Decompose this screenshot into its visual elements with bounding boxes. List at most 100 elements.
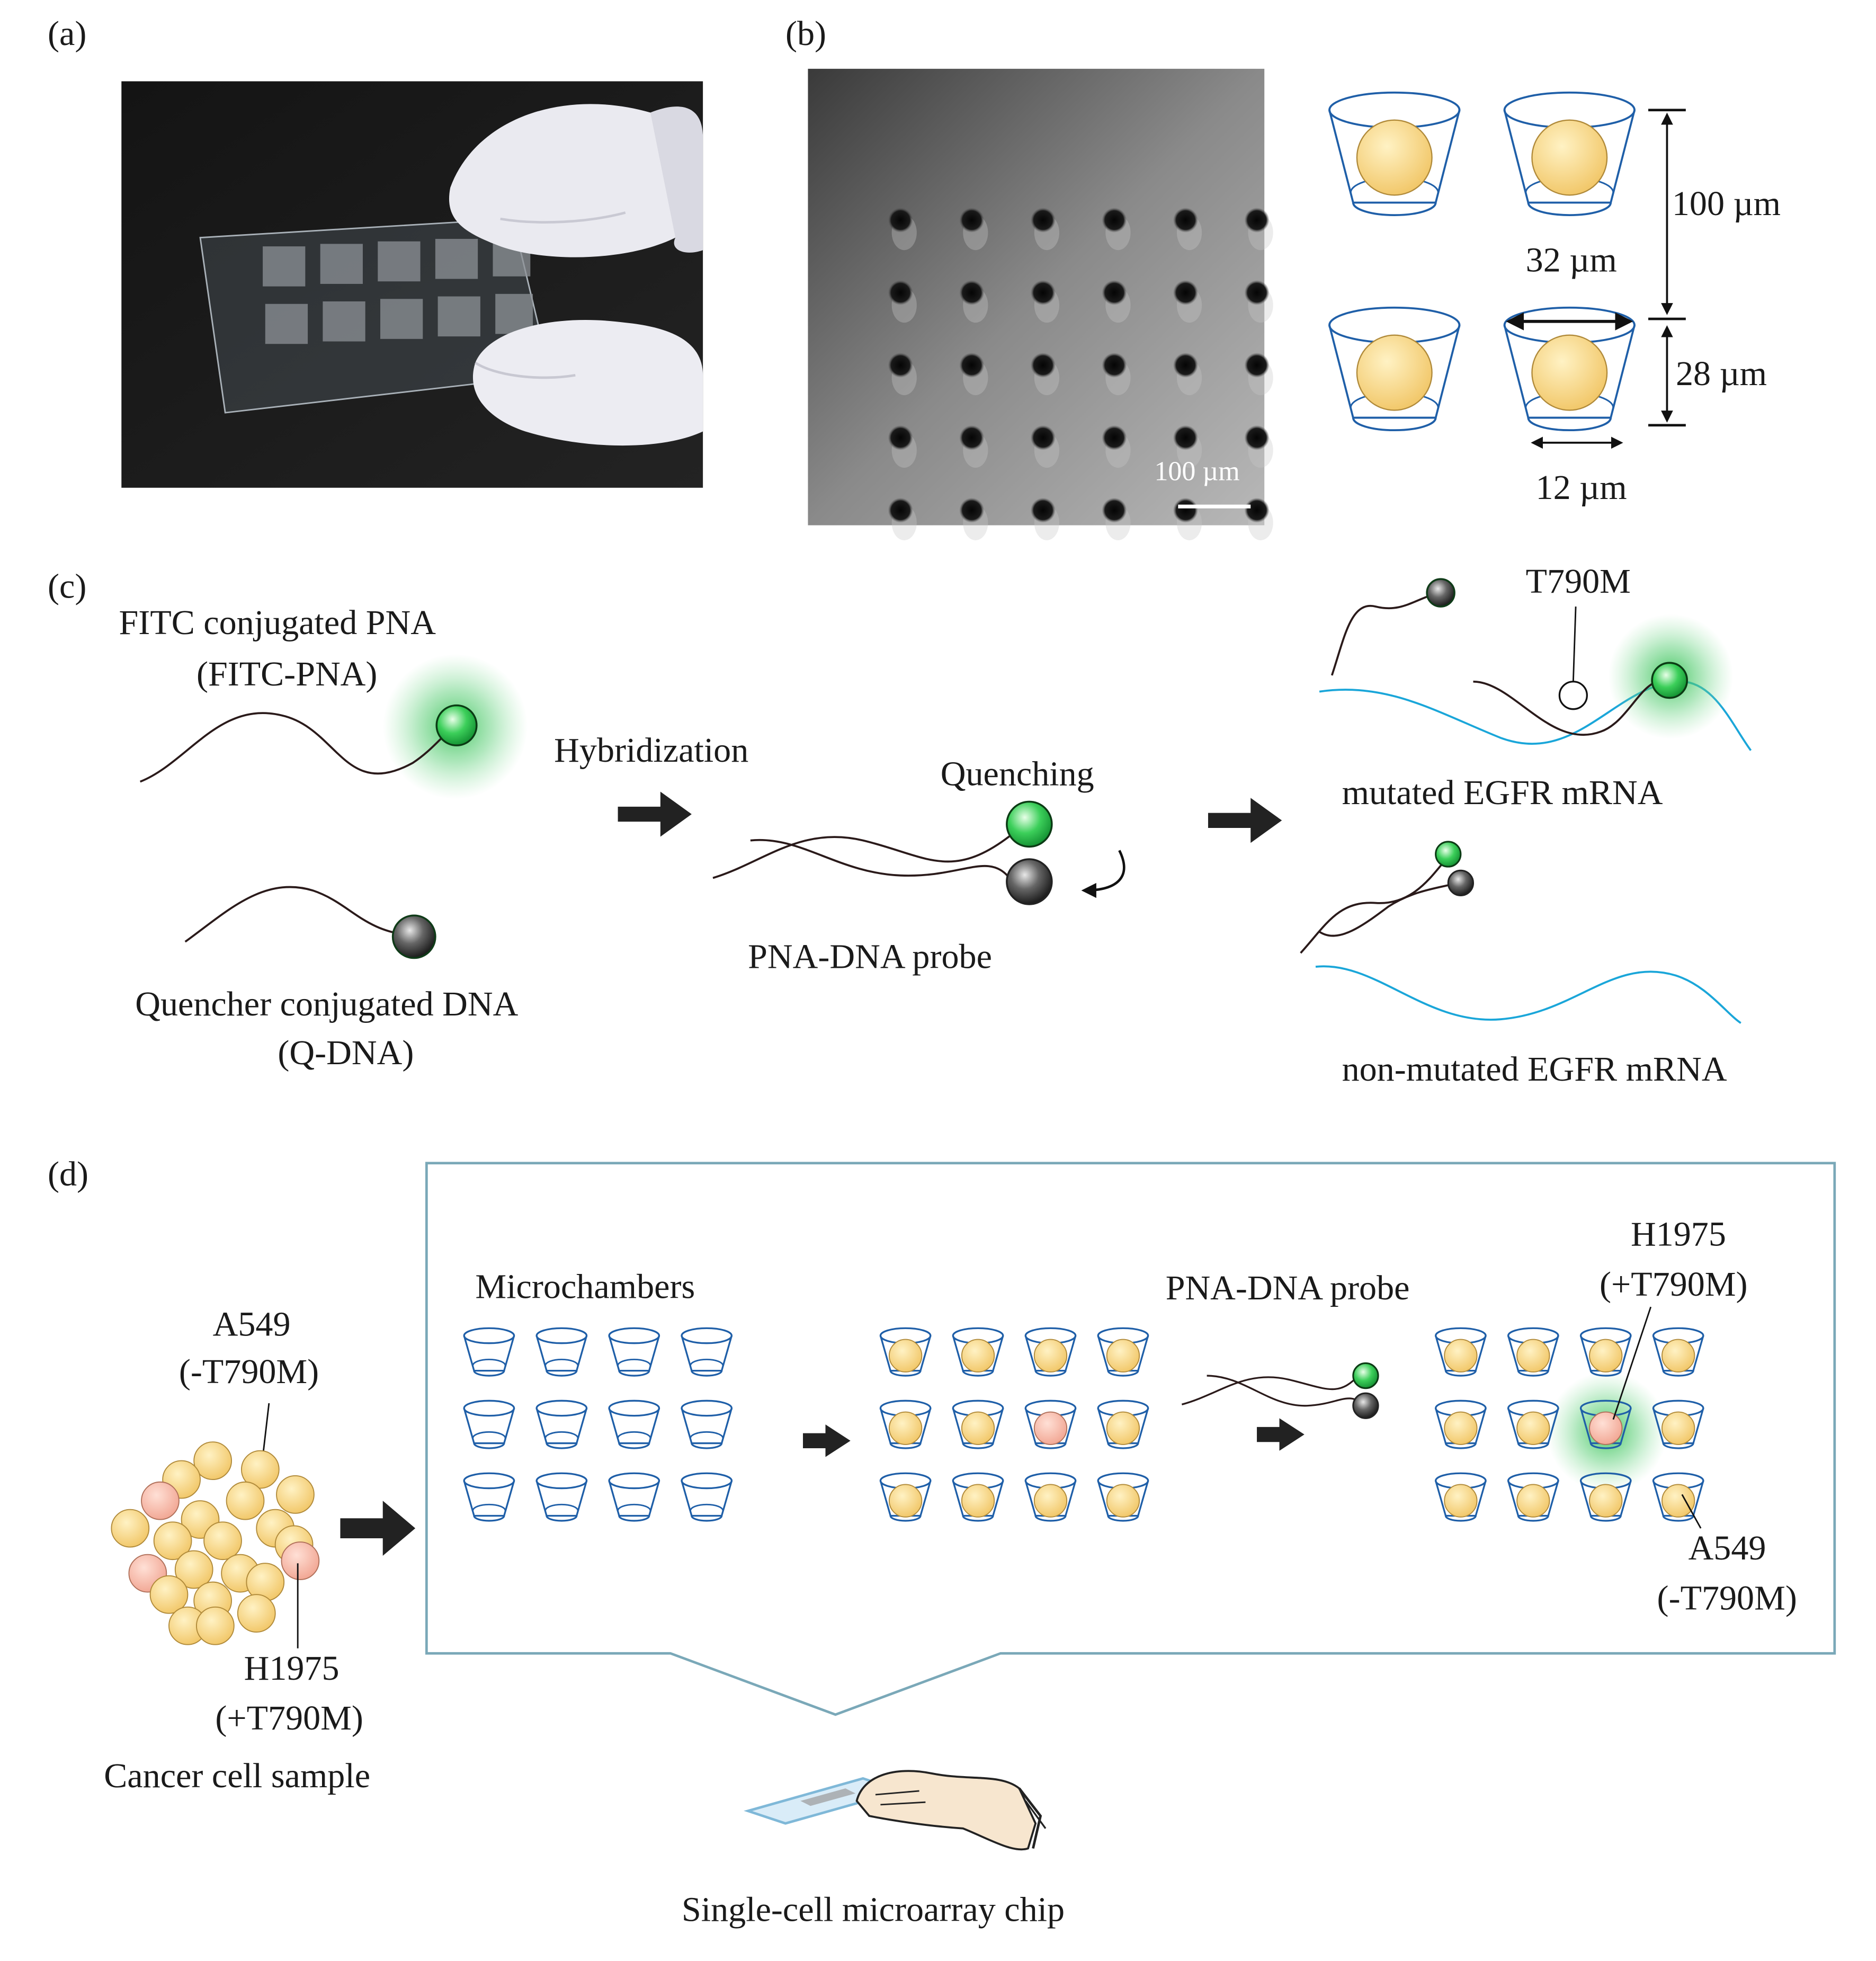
loaded-chamber-grid: [879, 1327, 1149, 1522]
well: [1244, 280, 1270, 306]
t790m-label: T790M: [1526, 562, 1631, 601]
empty-chamber: [608, 1327, 660, 1377]
chamber-with-cell: [1435, 1327, 1487, 1377]
scale-bar-label: 100 µm: [1154, 457, 1239, 487]
probe-d-label: PNA-DNA probe: [1166, 1269, 1410, 1307]
well: [1244, 497, 1270, 523]
micrograph: 100 µm: [808, 68, 1273, 540]
chamber-with-cell: [1024, 1472, 1077, 1522]
h1975-right-label: H1975: [1631, 1215, 1726, 1254]
fitc-pna-title: FITC conjugated PNA: [119, 603, 436, 642]
chamber-with-cell: [1507, 1327, 1559, 1377]
microchambers-label: Microchambers: [475, 1268, 695, 1306]
cell-a549: [203, 1521, 242, 1561]
well: [888, 207, 913, 233]
chamber-with-cell: [952, 1400, 1004, 1449]
panel-c: (c) FITC conjugated PNA (FITC-PNA) Quenc…: [48, 562, 1752, 1089]
non-mutated-mrna-label: non-mutated EGFR mRNA: [1342, 1050, 1727, 1089]
well: [959, 497, 985, 523]
well: [1030, 280, 1056, 306]
cell-a549: [226, 1481, 265, 1520]
q-dna-abbrev: (Q-DNA): [278, 1033, 414, 1072]
well: [1173, 280, 1199, 306]
result-arrow: [1208, 798, 1282, 843]
chamber-with-cell: [879, 1327, 932, 1377]
chamber-with-cell: [952, 1472, 1004, 1522]
quenching-label: Quenching: [941, 755, 1094, 794]
dim-top-diameter: 32 µm: [1526, 240, 1617, 279]
cell-a549: [193, 1441, 232, 1480]
empty-chamber: [463, 1400, 515, 1449]
probe-arrow: [1257, 1418, 1305, 1451]
chamber-with-cell: [1579, 1327, 1632, 1377]
well: [888, 352, 913, 378]
cell-a549: [276, 1475, 315, 1514]
well: [888, 425, 913, 450]
panel-a-label: (a): [48, 14, 86, 53]
cell-a549: [111, 1509, 150, 1548]
cancer-sample-label: Cancer cell sample: [104, 1757, 370, 1795]
well: [1173, 352, 1199, 378]
well: [959, 425, 985, 450]
empty-chamber: [535, 1472, 588, 1522]
well: [1173, 425, 1199, 450]
empty-chamber: [463, 1327, 515, 1377]
probe-label: PNA-DNA probe: [748, 937, 992, 976]
cell-a549: [196, 1606, 235, 1645]
well: [1102, 280, 1127, 306]
cell-a549: [174, 1550, 213, 1589]
panel-b-label: (b): [785, 14, 826, 53]
well: [959, 207, 985, 233]
well: [1102, 352, 1127, 378]
chamber-dimension-schematic: 100 µm 32 µm 28 µm 12 µm: [1328, 91, 1781, 507]
empty-chamber: [463, 1472, 515, 1522]
well: [1244, 352, 1270, 378]
panel-b: (b) 100 µm 100 µm 32 µm 28 µm: [785, 14, 1781, 540]
chip-label: Single-cell microarray chip: [682, 1890, 1065, 1929]
fitc-pna: FITC conjugated PNA (FITC-PNA): [119, 603, 528, 799]
panel-d: (d) A549 (-T790M) H1975 (+T790M) Cancer …: [48, 1155, 1836, 1929]
well: [1030, 207, 1056, 233]
chamber-with-h1975-cell: [1024, 1400, 1077, 1449]
well: [888, 280, 913, 306]
pna-dna-probe: Quenching PNA-DNA probe: [712, 755, 1125, 976]
seeding-arrow: [803, 1424, 851, 1457]
panel-c-label: (c): [48, 567, 86, 606]
cell-a549: [153, 1521, 192, 1561]
h1975-left-sublabel: (+T790M): [215, 1699, 363, 1737]
well: [1102, 207, 1127, 233]
probe-d-icon: [1181, 1362, 1379, 1419]
h1975-left-label: H1975: [244, 1649, 340, 1688]
cell-a549: [237, 1594, 276, 1633]
empty-chamber: [681, 1472, 733, 1522]
chamber-with-cell: [1435, 1472, 1487, 1522]
chamber-with-cell: [1507, 1472, 1559, 1522]
chamber-with-cell: [1435, 1400, 1487, 1449]
chamber-with-cell: [879, 1400, 932, 1449]
cell-h1975: [141, 1481, 180, 1520]
callout-box: [425, 1162, 1836, 1716]
hybridization-label: Hybridization: [554, 731, 748, 770]
q-dna: Quencher conjugated DNA (Q-DNA): [135, 886, 519, 1072]
hybridization-arrow: [618, 791, 692, 837]
well: [959, 352, 985, 378]
non-mutated-mrna-result: non-mutated EGFR mRNA: [1300, 841, 1741, 1089]
cell-a549: [149, 1575, 189, 1614]
a549-left-label: A549: [213, 1305, 291, 1344]
chip-in-hand-icon: [744, 1770, 1047, 1851]
a549-left-sublabel: (-T790M): [179, 1352, 319, 1391]
cell-cluster: [111, 1441, 320, 1645]
chamber-with-cell: [1097, 1400, 1149, 1449]
chamber-with-cell: [952, 1327, 1004, 1377]
chamber-with-cell: [1652, 1472, 1704, 1522]
well: [1030, 425, 1056, 450]
panel-d-label: (d): [48, 1155, 88, 1193]
well: [1102, 497, 1127, 523]
well: [1030, 352, 1056, 378]
mutated-mrna-result: T790M mutated EGFR mRNA: [1319, 562, 1752, 812]
panel-a: (a): [48, 14, 703, 488]
load-arrow: [340, 1501, 416, 1556]
well: [1244, 425, 1270, 450]
dim-bottom-diameter: 12 µm: [1536, 468, 1627, 507]
